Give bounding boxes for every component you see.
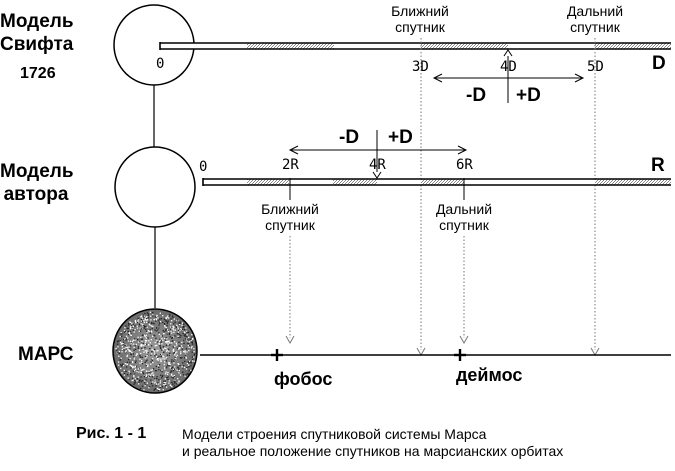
phobos-label: фобос bbox=[274, 369, 333, 389]
author-guide-far-arrow bbox=[459, 335, 469, 345]
author-planet-circle bbox=[114, 146, 196, 228]
swift-plus-d: +D bbox=[516, 85, 541, 106]
deimos-marker bbox=[454, 349, 466, 361]
swift-range-arrow-left bbox=[432, 73, 443, 83]
swift-axis-zero: 0 bbox=[156, 56, 165, 72]
author-axis-zero: 0 bbox=[199, 159, 208, 175]
swift-guide-near-arrow bbox=[416, 347, 426, 357]
author-minus-d: -D bbox=[339, 127, 360, 148]
author-tick-6r: 6R bbox=[456, 157, 473, 173]
swift-tick-4d: 4D bbox=[500, 59, 517, 75]
swift-tick-3d: 3D bbox=[412, 59, 429, 75]
mars-planet-texture bbox=[112, 308, 198, 394]
author-range-arrow-left bbox=[288, 145, 299, 155]
swift-model-label: Модель Свифта bbox=[0, 11, 74, 55]
swift-orbit-axis bbox=[159, 42, 671, 50]
author-model-label: Модель автора bbox=[0, 161, 74, 205]
figure-caption: Модели строения спутниковой системы Марс… bbox=[182, 426, 564, 459]
author-tick-2r: 2R bbox=[282, 157, 299, 173]
swift-4d-marker bbox=[503, 49, 513, 57]
author-4r-marker bbox=[372, 171, 382, 179]
figure-number: Рис. 1 - 1 bbox=[76, 425, 147, 442]
mars-label: МАРС bbox=[18, 344, 74, 365]
swift-model-year: 1726 bbox=[20, 65, 56, 82]
author-orbit-axis bbox=[202, 178, 671, 186]
swift-axis-unit: D bbox=[652, 53, 666, 74]
author-guide-near-arrow bbox=[285, 335, 295, 345]
phobos-marker bbox=[271, 349, 283, 361]
author-range-arrow-right bbox=[457, 145, 468, 155]
swift-guide-far-arrow bbox=[590, 347, 600, 357]
author-plus-d: +D bbox=[388, 127, 413, 148]
author-tick-4r: 4R bbox=[369, 157, 386, 173]
deimos-label: деймос bbox=[456, 365, 523, 385]
swift-range-arrow-right bbox=[574, 73, 585, 83]
author-axis-unit: R bbox=[651, 155, 665, 176]
swift-minus-d: -D bbox=[466, 85, 487, 106]
swift-tick-5d: 5D bbox=[587, 59, 604, 75]
